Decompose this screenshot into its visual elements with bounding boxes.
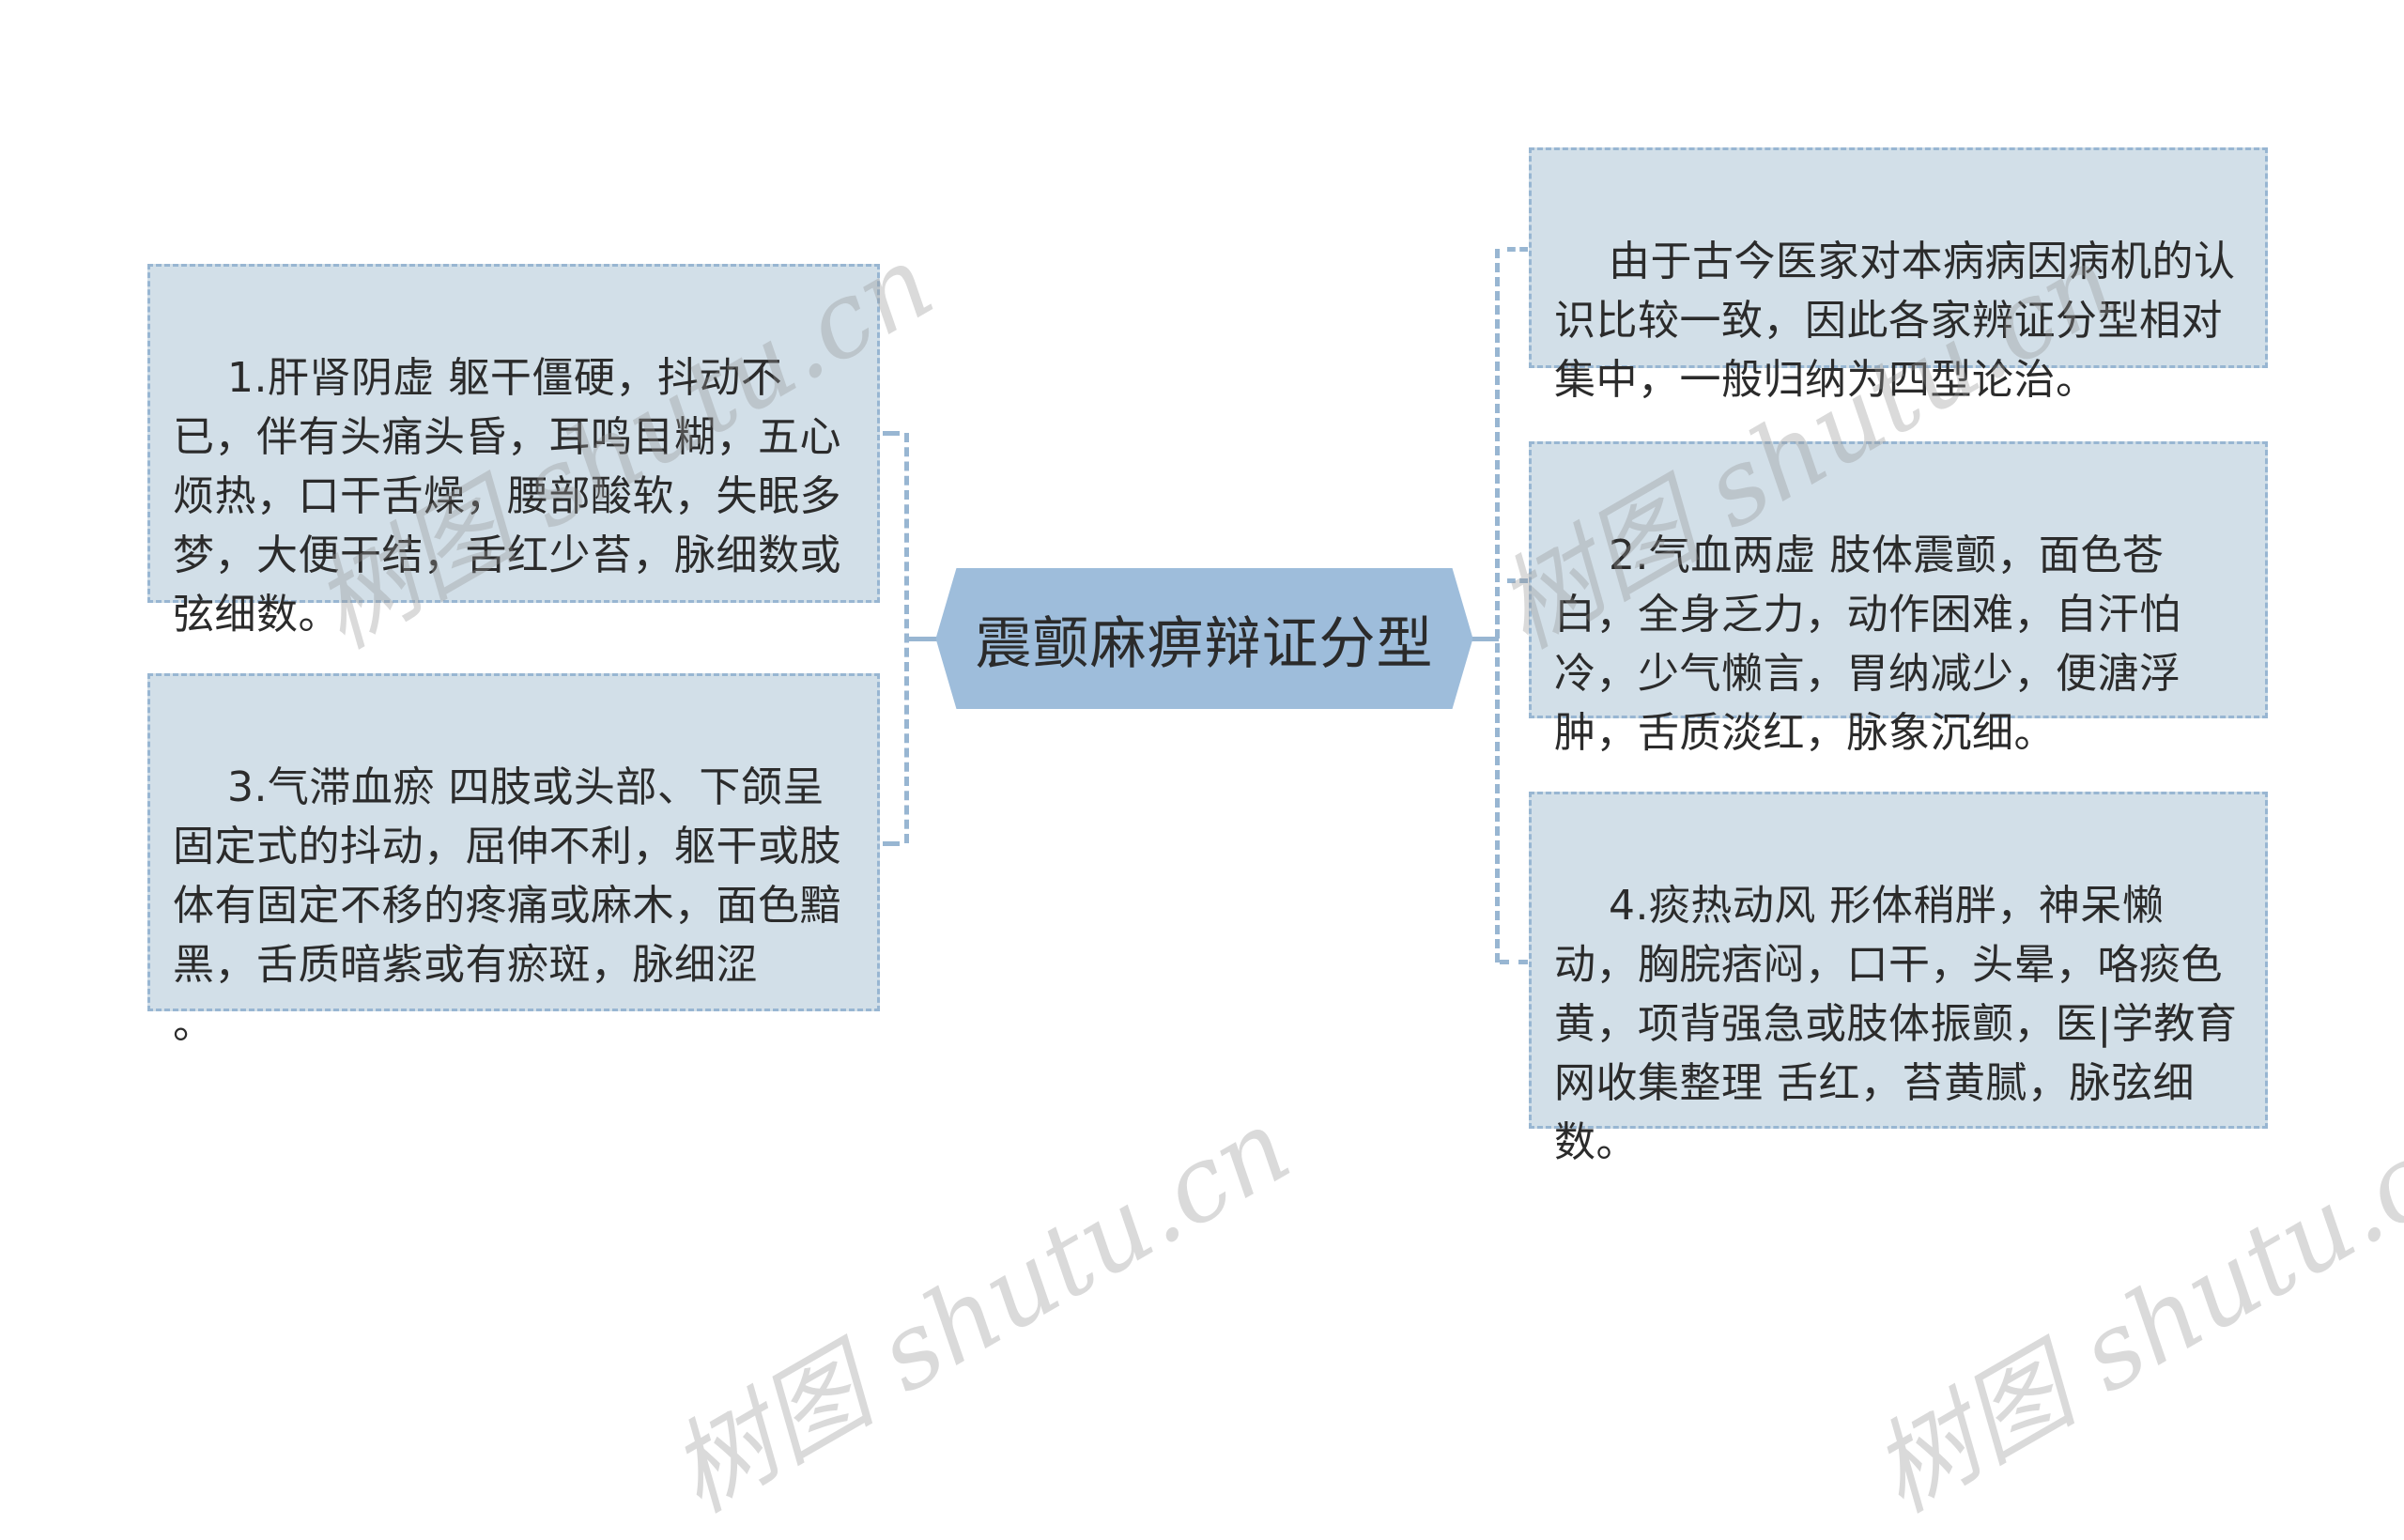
branch-text-type-4: 4.痰热动风 形体稍胖，神呆懒动，胸脘痞闷，口干，头晕，咯痰色黄，项背强急或肢体… xyxy=(1554,882,2238,1166)
branch-node-type-4[interactable]: 4.痰热动风 形体稍胖，神呆懒动，胸脘痞闷，口干，头晕，咯痰色黄，项背强急或肢体… xyxy=(1529,792,2268,1166)
left-connector-center xyxy=(904,637,938,641)
right-connector-stub-intro xyxy=(1507,247,1528,252)
branch-node-type-3[interactable]: 3.气滞血瘀 四肢或头部、下颌呈固定式的抖动，屈伸不利，躯干或肢体有固定不移的疼… xyxy=(147,673,880,1048)
branch-text-intro: 由于古今医家对本病病因病机的认识比较一致，因此各家辨证分型相对集中，一般归纳为四… xyxy=(1554,238,2236,404)
branch-text-type-1: 1.肝肾阴虚 躯干僵硬，抖动不已，伴有头痛头昏，耳鸣目糊，五心烦热，口干舌燥，腰… xyxy=(173,354,841,639)
hexagon-shape xyxy=(936,568,1472,709)
right-connector-trunk xyxy=(1495,249,1500,962)
right-connector-stub-2 xyxy=(1507,578,1528,583)
mind-map-canvas: 震颤麻痹辩证分型 1.肝肾阴虚 躯干僵硬，抖动不已，伴有头痛头昏，耳鸣目糊，五心… xyxy=(147,147,2404,1535)
left-connector-stub-3 xyxy=(883,841,900,846)
branch-node-intro[interactable]: 由于古今医家对本病病因病机的认识比较一致，因此各家辨证分型相对集中，一般归纳为四… xyxy=(1529,147,2268,404)
right-connector-stub-4 xyxy=(1500,960,1528,964)
central-topic-node[interactable]: 震颤麻痹辩证分型 xyxy=(936,568,1472,709)
central-topic-label: 震颤麻痹辩证分型 xyxy=(975,610,1434,677)
left-connector-stub-1 xyxy=(883,431,900,436)
watermark-bottom-right: 树图 shutu.cn xyxy=(1853,1086,2404,1535)
branch-text-type-3: 3.气滞血瘀 四肢或头部、下颌呈固定式的抖动，屈伸不利，躯干或肢体有固定不移的疼… xyxy=(173,763,841,1048)
branch-node-type-1[interactable]: 1.肝肾阴虚 躯干僵硬，抖动不已，伴有头痛头昏，耳鸣目糊，五心烦热，口干舌燥，腰… xyxy=(147,264,880,639)
watermark-bottom-left: 树图 shutu.cn xyxy=(651,1086,1310,1535)
branch-node-type-2[interactable]: 2.气血两虚 肢体震颤，面色苍白，全身乏力，动作困难，自汗怕冷，少气懒言，胃纳减… xyxy=(1529,441,2268,757)
right-connector-center xyxy=(1471,637,1499,641)
branch-text-type-2: 2.气血两虚 肢体震颤，面色苍白，全身乏力，动作困难，自汗怕冷，少气懒言，胃纳减… xyxy=(1554,531,2181,757)
